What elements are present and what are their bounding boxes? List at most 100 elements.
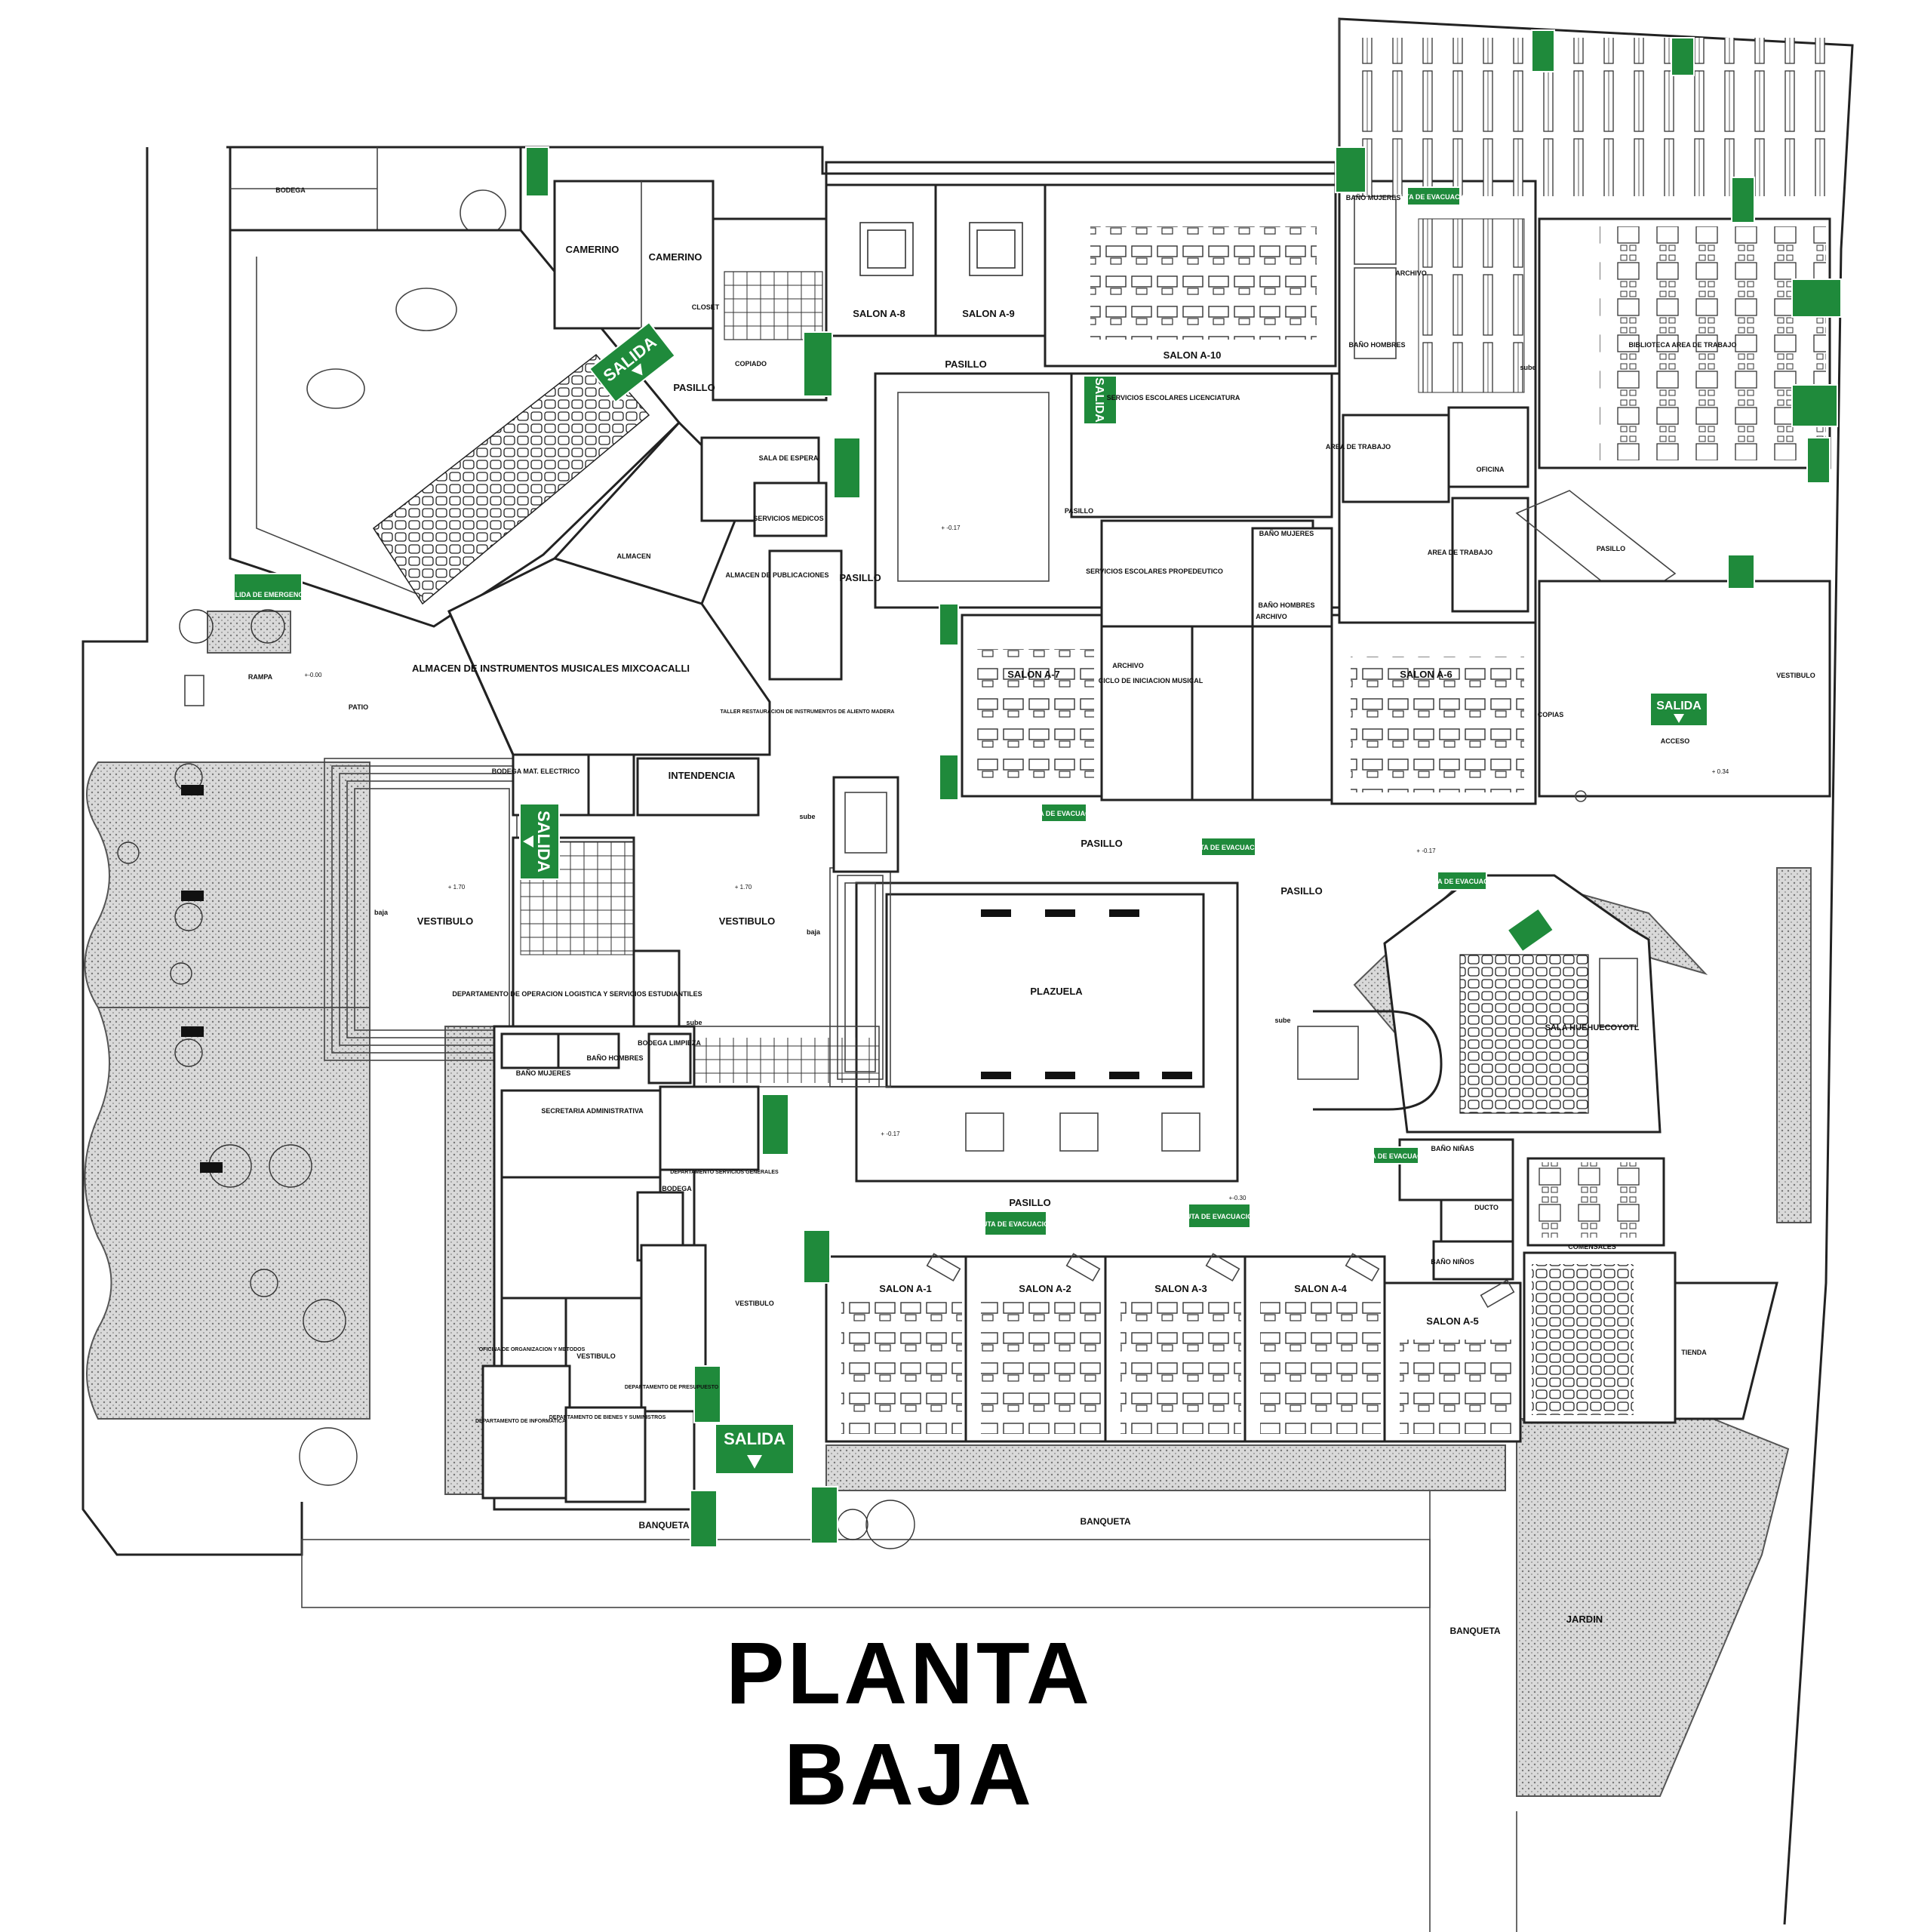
- label-baja: baja: [807, 928, 821, 936]
- level-marker: + -0.17: [881, 1131, 900, 1137]
- label-vestibulo: VESTIBULO: [417, 915, 473, 927]
- label-depto-informatica: DEPARTAMENTO DE INFORMATICA: [475, 1419, 566, 1424]
- label-bodega: BODEGA: [275, 186, 306, 194]
- label-pasillo: PASILLO: [673, 382, 715, 393]
- label-sube: sube: [1274, 1017, 1290, 1024]
- ruta-sign-5: RUTA DE EVACUACION: [1181, 1203, 1258, 1229]
- auditorium-block: [184, 146, 771, 1061]
- exit-signs: SALIDA SALIDA SALIDA SALIDA SALIDA SALID…: [226, 29, 1842, 1548]
- exit-arrow-sign: [1531, 29, 1555, 72]
- library-block: [1338, 38, 1834, 802]
- label-closet: CLOSET: [692, 303, 720, 311]
- label-bano-hombres: BAÑO HOMBRES: [1258, 601, 1314, 609]
- vestibule-offices: [481, 753, 880, 1511]
- label-ciclo-iniciacion: CICLO DE INICIACION MUSICAL: [1099, 677, 1204, 685]
- svg-text:SALIDA DE EMERGENCIA: SALIDA DE EMERGENCIA: [226, 591, 310, 598]
- label-bodega: BODEGA: [662, 1185, 692, 1192]
- plan-title: PLANTA BAJA: [726, 1624, 1093, 1823]
- exit-arrow-sign: [693, 1365, 721, 1423]
- salida-sign-2: SALIDA: [519, 803, 560, 880]
- label-sube: sube: [799, 813, 815, 820]
- label-jardin: JARDIN: [1566, 1614, 1603, 1625]
- svg-text:RUTA DE EVACUACION: RUTA DE EVACUACION: [1181, 1213, 1257, 1220]
- room-plazuela: [885, 893, 1205, 1088]
- label-pasillo: PASILLO: [839, 572, 881, 583]
- label-bano-mujeres: BAÑO MUJERES: [516, 1069, 571, 1077]
- label-baja: baja: [374, 909, 389, 916]
- label-salon-a8: SALON A-8: [853, 308, 905, 319]
- exit-arrow-sign: [690, 1490, 718, 1548]
- exit-arrow-sign: [525, 146, 549, 197]
- level-marker: + -0.17: [941, 525, 961, 531]
- label-tienda: TIENDA: [1681, 1349, 1707, 1356]
- label-biblioteca: BIBLIOTECA AREA DE TRABAJO: [1628, 341, 1736, 349]
- label-salon-a2: SALON A-2: [1019, 1283, 1071, 1294]
- svg-text:RUTA DE EVACUACION: RUTA DE EVACUACION: [977, 1220, 1053, 1228]
- label-banqueta: BANQUETA: [1080, 1516, 1130, 1527]
- exit-arrow-sign: [803, 331, 833, 397]
- label-pasillo: PASILLO: [1280, 885, 1322, 897]
- label-depto-servicios: DEPARTAMENTO SERVICIOS GENERALES: [670, 1170, 779, 1175]
- svg-text:RUTA DE EVACUACION: RUTA DE EVACUACION: [1395, 193, 1471, 201]
- label-pasillo: PASILLO: [1065, 507, 1093, 515]
- label-pasillo: PASILLO: [945, 358, 986, 370]
- ruta-sign-2: RUTA DE EVACUACION: [1190, 837, 1267, 857]
- ruta-sign-7: RUTA DE EVACUACION: [1025, 803, 1102, 823]
- label-bano-hombres: BAÑO HOMBRES: [1348, 341, 1405, 349]
- label-almacen: ALMACEN: [617, 552, 651, 560]
- level-marker: + 0.34: [1712, 768, 1729, 775]
- auditorium-east: [1297, 874, 1778, 1424]
- label-servicios-lic: SERVICIOS ESCOLARES LICENCIATURA: [1107, 394, 1240, 401]
- level-markers: +-0.00 + 1.70 + 1.70 + -0.17 + -0.17 + -…: [305, 525, 1729, 1201]
- salida-emergencia-sign: SALIDA DE EMERGENCIA: [226, 573, 310, 601]
- exit-arrow-sign: [939, 603, 959, 646]
- salida-sign-3: SALIDA: [1083, 375, 1117, 425]
- label-bodega-mat: BODEGA MAT. ELECTRICO: [492, 768, 580, 775]
- label-ducto: DUCTO: [1474, 1204, 1499, 1211]
- level-marker: + 1.70: [448, 884, 466, 891]
- label-almacen-instrumentos: ALMACEN DE INSTRUMENTOS MUSICALES MIXCOA…: [412, 663, 690, 674]
- label-bodega-limpieza: BODEGA LIMPIEZA: [638, 1039, 701, 1047]
- label-salon-a1: SALON A-1: [879, 1283, 932, 1294]
- ruta-sign-4: RUTA DE EVACUACION: [977, 1211, 1054, 1236]
- level-marker: +-0.30: [1229, 1195, 1247, 1201]
- label-vestibulo: VESTIBULO: [1776, 672, 1815, 679]
- label-acceso: ACCESO: [1661, 737, 1690, 745]
- level-marker: + -0.17: [1416, 848, 1436, 854]
- label-oficina: OFICINA: [1477, 466, 1505, 473]
- label-sala-huehuecoyotl: SALA HUEHUECOYOTL: [1545, 1023, 1640, 1032]
- exit-arrow-sign: [1671, 37, 1695, 76]
- label-secretaria-admin: SECRETARIA ADMINISTRATIVA: [541, 1107, 644, 1115]
- label-depto-bienes: DEPARTAMENTO DE BIENES Y SUMINISTROS: [549, 1415, 666, 1420]
- garden-planter: [207, 611, 291, 654]
- svg-text:SALIDA: SALIDA: [534, 811, 553, 872]
- svg-text:SALIDA: SALIDA: [724, 1429, 785, 1448]
- label-almacen-publicaciones: ALMACEN DE PUBLICACIONES: [725, 571, 828, 579]
- label-rampa: RAMPA: [248, 673, 273, 681]
- ruta-sign-6: RUTA DE EVACUACION: [1357, 1146, 1434, 1164]
- label-salon-a4: SALON A-4: [1294, 1283, 1347, 1294]
- label-archivo: ARCHIVO: [1112, 662, 1144, 669]
- label-servicios-medicos: SERVICIOS MEDICOS: [753, 515, 823, 522]
- svg-text:RUTA DE EVACUACION: RUTA DE EVACUACION: [1424, 878, 1500, 885]
- benches: [181, 785, 223, 1173]
- salones-row: [825, 1253, 1522, 1443]
- svg-text:RUTA DE EVACUACION: RUTA DE EVACUACION: [1025, 810, 1102, 817]
- label-oficina-organizacion: OFICINA DE ORGANIZACION Y METODOS: [479, 1347, 586, 1352]
- label-depto-presupuesto: DEPARTAMENTO DE PRESUPUESTO: [625, 1385, 719, 1390]
- label-salon-a9: SALON A-9: [962, 308, 1015, 319]
- label-archivo: ARCHIVO: [1395, 269, 1427, 277]
- label-bano-hombres: BAÑO HOMBRES: [586, 1054, 643, 1062]
- exit-arrow-sign: [1731, 177, 1755, 223]
- exit-arrow-sign: [1506, 907, 1555, 953]
- svg-text:SALIDA: SALIDA: [1093, 377, 1105, 423]
- label-depto-logistica: DEPARTAMENTO DE OPERACION LOGISTICA Y SE…: [452, 990, 702, 998]
- label-camerino: CAMERINO: [649, 251, 702, 263]
- garden-west-upper: [84, 761, 370, 1008]
- level-marker: + 1.70: [735, 884, 752, 891]
- level-marker: +-0.00: [305, 672, 322, 678]
- label-banqueta: BANQUETA: [638, 1520, 689, 1531]
- label-salon-a3: SALON A-3: [1154, 1283, 1207, 1294]
- label-plazuela: PLAZUELA: [1030, 986, 1083, 997]
